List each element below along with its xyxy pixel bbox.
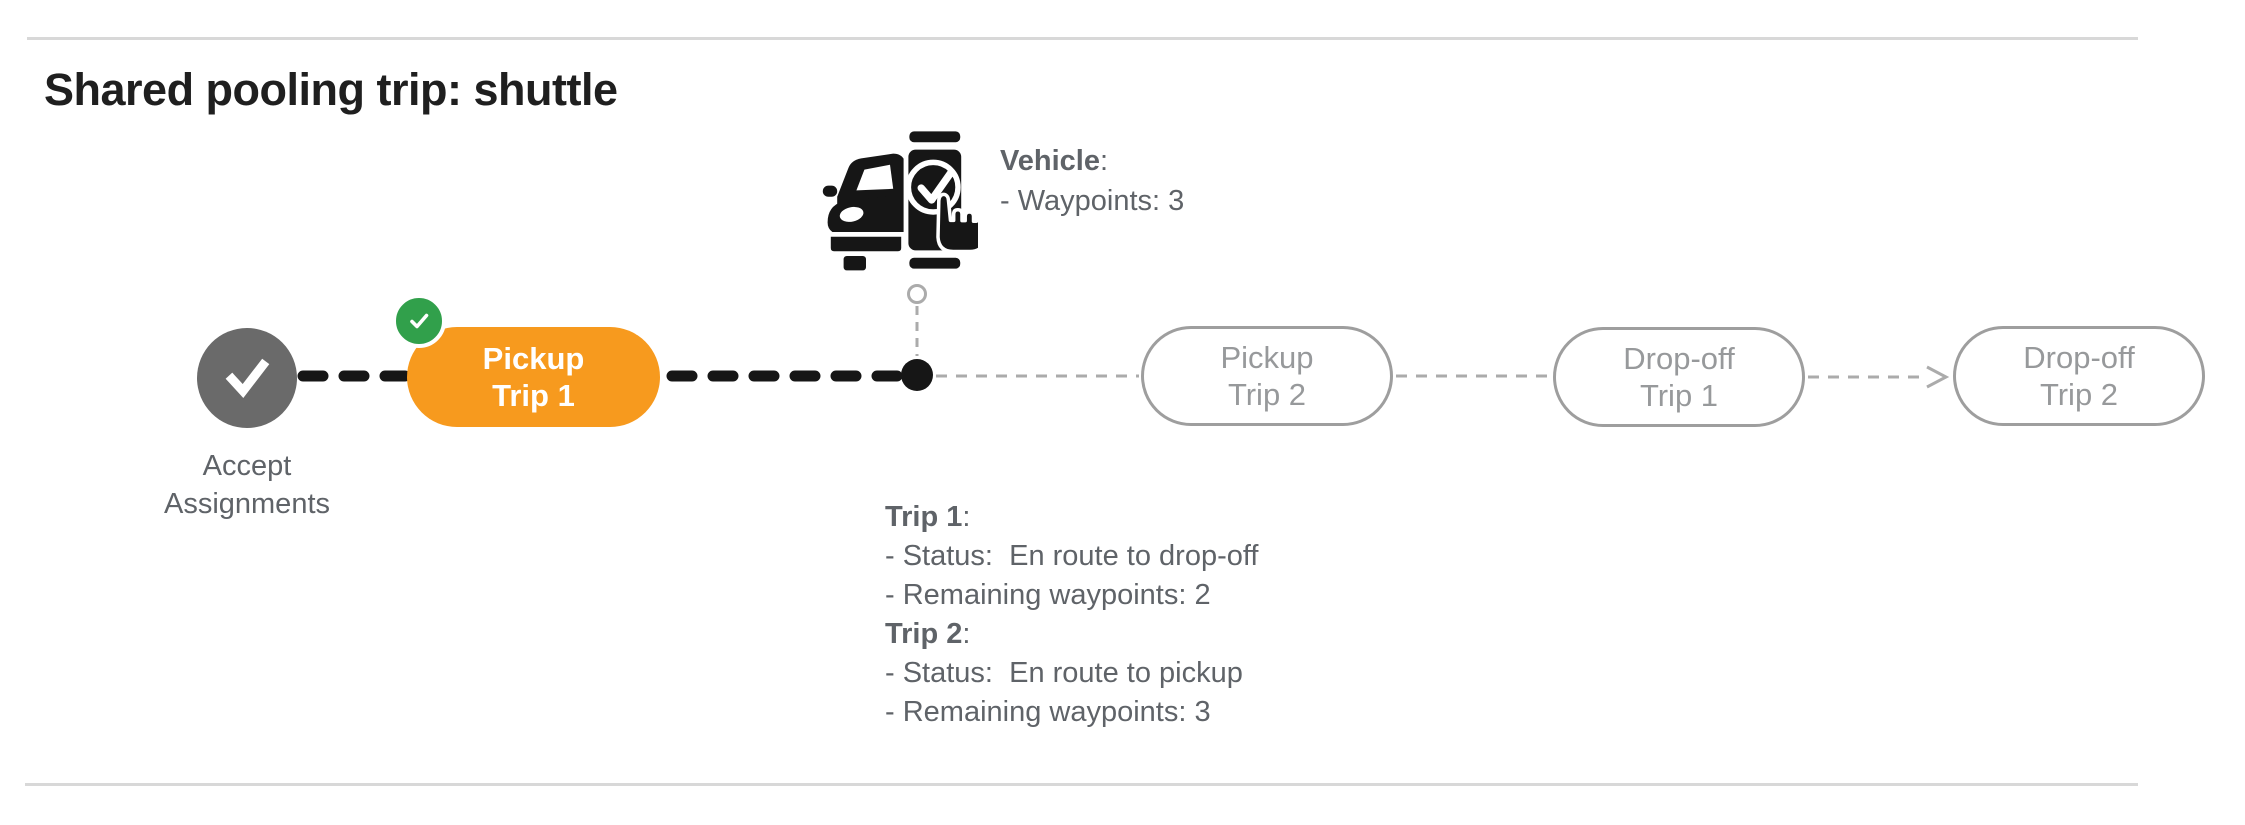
pill-pickup-trip-2: Pickup Trip 2 <box>1141 326 1393 426</box>
pill-dropoff-trip-1: Drop-off Trip 1 <box>1553 327 1805 427</box>
trip1-status: - Status: En route to drop-off <box>885 540 1259 572</box>
vehicle-phone-check-icon <box>822 127 978 273</box>
trip2-status: - Status: En route to pickup <box>885 657 1243 689</box>
accept-label-line2: Assignments <box>163 488 330 520</box>
pill-label-line2: Trip 2 <box>2039 377 2119 412</box>
pill-label-line2: Trip 2 <box>1227 377 1307 412</box>
trip2-heading-text: Trip 2 <box>885 618 963 650</box>
current-position-dot <box>901 359 933 391</box>
vehicle-heading-colon: : <box>1099 145 1109 177</box>
pill-label-line1: Drop-off <box>1623 341 1735 376</box>
trip-info-panel: Trip 1: - Status: En route to drop-off -… <box>885 498 1258 732</box>
accept-assignments-label: Accept Assignments <box>117 447 377 523</box>
checkmark-icon <box>225 358 270 398</box>
accept-label-line1: Accept <box>202 450 292 482</box>
bottom-divider <box>25 783 2138 786</box>
trip1-heading-colon: : <box>962 501 971 533</box>
vehicle-heading: Vehicle: <box>1000 141 1184 181</box>
pill-label-line2: Trip 1 <box>1639 378 1719 413</box>
checkmark-badge-icon <box>392 294 446 348</box>
trip1-waypoints: - Remaining waypoints: 2 <box>885 579 1211 611</box>
pill-label-line1: Pickup <box>482 341 585 376</box>
pill-dropoff-trip-2: Drop-off Trip 2 <box>1953 326 2205 426</box>
accept-assignments-node <box>197 328 297 428</box>
trip2-heading: Trip 2: <box>885 615 1258 654</box>
arrowhead-icon <box>1926 365 1950 389</box>
vehicle-waypoints: - Waypoints: 3 <box>1000 185 1185 217</box>
pill-label-line1: Drop-off <box>2023 340 2135 375</box>
vehicle-info-panel: Vehicle: - Waypoints: 3 <box>1000 141 1184 221</box>
vehicle-anchor-circle <box>907 284 927 304</box>
trip1-heading-text: Trip 1 <box>885 501 963 533</box>
vehicle-heading-text: Vehicle <box>1000 145 1100 177</box>
top-divider <box>27 37 2138 40</box>
pill-label-line2: Trip 1 <box>492 378 575 413</box>
pill-label-line1: Pickup <box>1220 340 1314 375</box>
trip2-heading-colon: : <box>962 618 971 650</box>
trip2-waypoints: - Remaining waypoints: 3 <box>885 696 1211 728</box>
page-title: Shared pooling trip: shuttle <box>44 64 618 115</box>
pill-pickup-trip-1: Pickup Trip 1 <box>392 294 660 427</box>
trip1-heading: Trip 1: <box>885 498 1258 537</box>
